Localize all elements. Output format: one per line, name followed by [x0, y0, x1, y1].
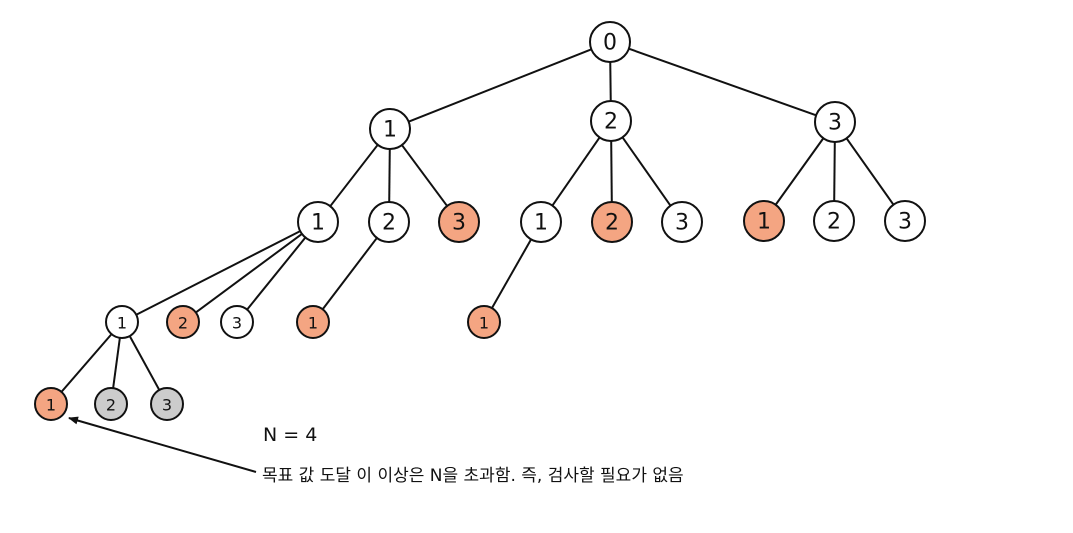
- node-label: 2: [178, 314, 188, 333]
- annotation-arrow: [68, 416, 257, 473]
- tree-edges: [60, 47, 895, 393]
- node-circle: [589, 21, 631, 63]
- node-circle: [520, 201, 562, 243]
- tree-edge-b21-c211: [491, 238, 532, 309]
- node-circle: [591, 201, 633, 243]
- node-label: 3: [675, 211, 689, 236]
- tree-edge-b11-c113: [246, 236, 307, 311]
- tree-node-d2: 2: [94, 387, 128, 421]
- node-label: 1: [308, 314, 318, 333]
- node-circle: [661, 201, 703, 243]
- node-circle: [368, 201, 410, 243]
- tree-edge-a1-b11: [329, 144, 379, 207]
- tree-edge-a1-b12: [388, 148, 391, 203]
- tree-node-d1: 1: [34, 387, 68, 421]
- node-circle: [438, 201, 480, 243]
- node-label: 2: [605, 211, 619, 236]
- tree-node-b23: 3: [661, 201, 703, 243]
- tree-edge-c111-d1: [60, 333, 113, 393]
- node-label: 1: [757, 210, 771, 235]
- node-label: 3: [452, 211, 466, 236]
- tree-node-b33: 3: [884, 200, 926, 242]
- tree-nodes: 0 1 2 3 1 2 3 1 2 3 1 2 3 1 2 3 1 1 1 2 3: [34, 21, 926, 421]
- tree-edge-c111-d3: [128, 335, 161, 391]
- node-circle: [220, 305, 254, 339]
- tree-node-c211: 1: [467, 305, 501, 339]
- node-circle: [150, 387, 184, 421]
- tree-node-a2: 2: [590, 100, 632, 142]
- node-circle: [590, 100, 632, 142]
- tree-node-d3: 3: [150, 387, 184, 421]
- node-circle: [743, 200, 785, 242]
- tree-node-b32: 2: [813, 200, 855, 242]
- node-circle: [369, 108, 411, 150]
- node-label: 1: [534, 211, 548, 236]
- node-circle: [814, 101, 856, 143]
- tree-node-c113: 3: [220, 305, 254, 339]
- tree-edge-b12-c121: [321, 237, 378, 310]
- node-label: 2: [382, 211, 396, 236]
- node-label: 3: [162, 396, 172, 415]
- tree-edge-a3-b32: [833, 141, 836, 202]
- tree-edge-root-a1: [408, 48, 592, 123]
- node-circle: [297, 201, 339, 243]
- node-label: 1: [479, 314, 489, 333]
- tree-edge-a1-b13: [401, 144, 448, 207]
- node-label: 3: [898, 210, 912, 235]
- tree-node-b12: 2: [368, 201, 410, 243]
- tree-node-b22: 2: [591, 201, 633, 243]
- tree-node-b13: 3: [438, 201, 480, 243]
- node-circle: [467, 305, 501, 339]
- node-circle: [166, 305, 200, 339]
- pruning-description: 목표 값 도달 이 이상은 N을 초과함. 즉, 검사할 필요가 없음: [262, 466, 684, 486]
- tree-edge-a2-b21: [551, 136, 601, 207]
- tree-edge-b11-c112: [195, 233, 303, 314]
- node-circle: [34, 387, 68, 421]
- node-label: 2: [604, 110, 618, 135]
- tree-node-a3: 3: [814, 101, 856, 143]
- tree-node-c121: 1: [296, 305, 330, 339]
- node-label: 1: [46, 396, 56, 415]
- node-label: 1: [383, 118, 397, 143]
- node-circle: [813, 200, 855, 242]
- tree-node-b31: 1: [743, 200, 785, 242]
- tree-node-c112: 2: [166, 305, 200, 339]
- tree-node-c111: 1: [105, 305, 139, 339]
- tree-node-a1: 1: [369, 108, 411, 150]
- tree-edge-a2-b22: [610, 140, 613, 203]
- tree-node-b11: 1: [297, 201, 339, 243]
- node-circle: [884, 200, 926, 242]
- node-label: 2: [827, 210, 841, 235]
- tree-edge-c111-d2: [112, 337, 121, 389]
- tree-edge-root-a3: [628, 47, 817, 117]
- node-circle: [105, 305, 139, 339]
- tree-node-root: 0: [589, 21, 631, 63]
- node-label: 2: [106, 396, 116, 415]
- tree-edge-b11-c111: [135, 230, 301, 316]
- node-label: 0: [603, 31, 617, 56]
- node-label: 1: [117, 314, 127, 333]
- node-label: 3: [232, 314, 242, 333]
- node-circle: [94, 387, 128, 421]
- node-label: 1: [311, 211, 325, 236]
- tree-node-b21: 1: [520, 201, 562, 243]
- node-circle: [296, 305, 330, 339]
- tree-edge-a3-b33: [845, 137, 895, 206]
- tree-edge-a2-b23: [621, 136, 672, 207]
- n-value-label: N = 4: [263, 424, 318, 446]
- tree-edge-a3-b31: [774, 137, 825, 206]
- node-label: 3: [828, 111, 842, 136]
